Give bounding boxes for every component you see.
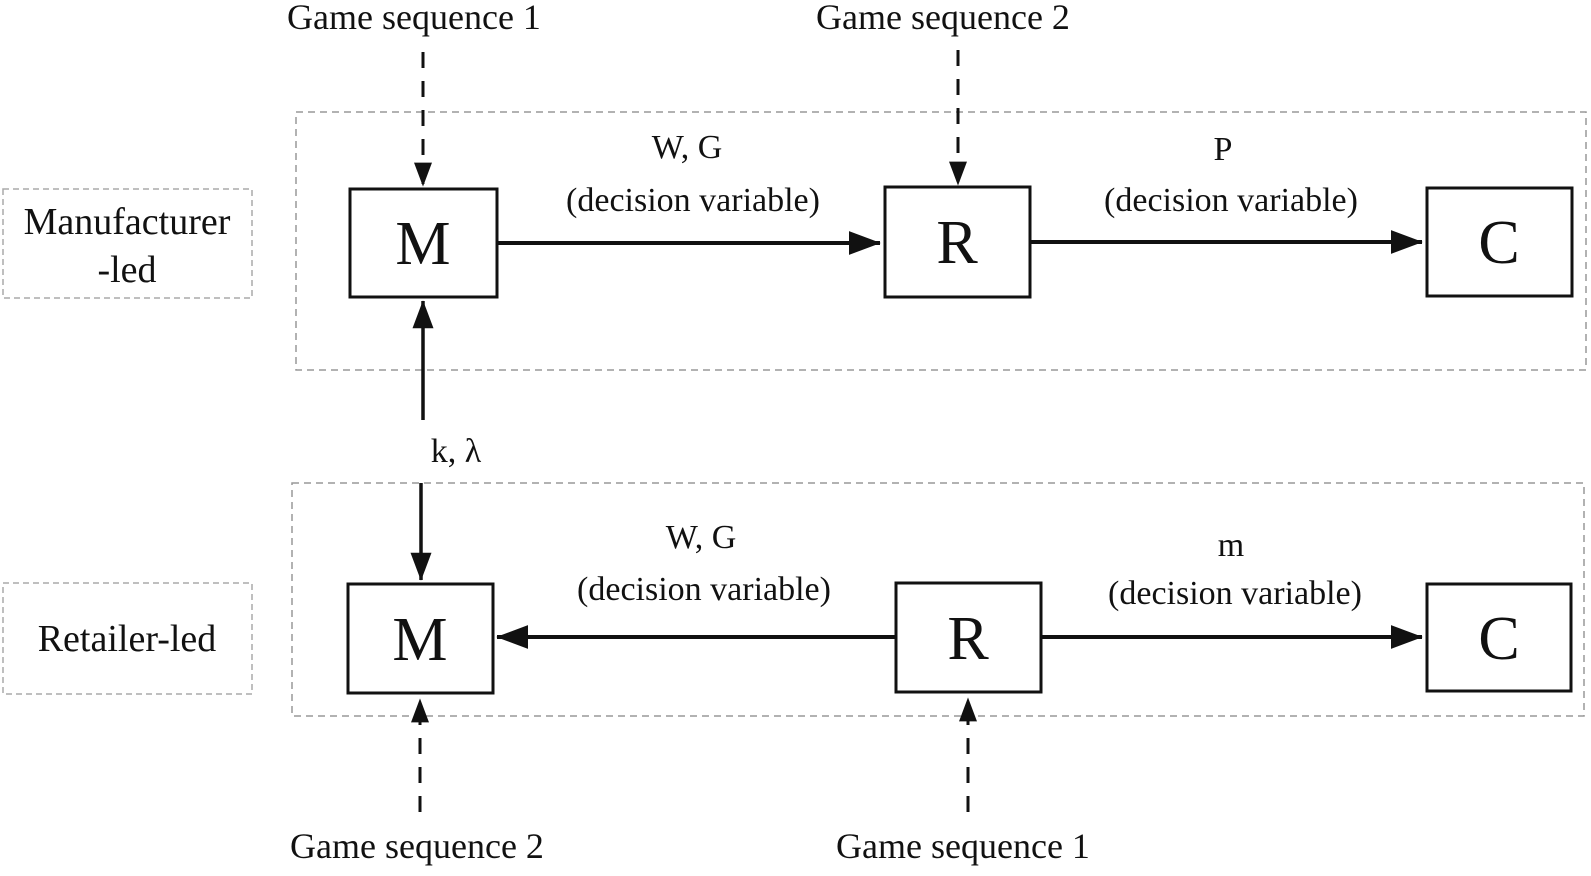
top-node-m-letter: M [395, 210, 450, 278]
retailer-led-label: Retailer-led [38, 618, 217, 660]
bottom-node-r-letter: R [947, 605, 989, 673]
manufacturer-led-label-line2: -led [97, 249, 156, 291]
retailer-led-label-box [2, 582, 253, 695]
top-arrow-m-to-r-label-line2: (decision variable) [566, 182, 820, 219]
top-game-sequence-2-caption: Game sequence 2 [816, 0, 1070, 37]
bottom-game-sequence-2-caption: Game sequence 2 [290, 826, 544, 866]
bottom-arrow-r-to-c-label-line1: m [1218, 527, 1244, 564]
bottom-node-c-letter: C [1478, 605, 1519, 673]
top-arrow-r-to-c-label-line2: (decision variable) [1104, 182, 1358, 219]
manufacturer-led-label-line1: Manufacturer [24, 201, 231, 243]
retailer-led-container [291, 482, 1585, 717]
manufacturer-led-container [295, 111, 1587, 371]
k-lambda-label: k, λ [431, 433, 482, 470]
bottom-node-m-letter: M [392, 606, 447, 674]
top-arrow-m-to-r-label-line1: W, G [652, 129, 723, 166]
top-node-c-letter: C [1478, 209, 1519, 277]
top-node-r-letter: R [936, 209, 978, 277]
top-node-c-box [1425, 186, 1574, 298]
bottom-arrow-r-to-m-label-line2: (decision variable) [577, 571, 831, 608]
bottom-node-c-box [1425, 582, 1573, 693]
top-game-sequence-1-caption: Game sequence 1 [287, 0, 541, 37]
bottom-node-r-box [894, 581, 1043, 694]
top-arrow-r-to-c-label-line1: P [1214, 131, 1233, 168]
bottom-node-m-box [346, 582, 495, 695]
bottom-arrow-r-to-c-label-line2: (decision variable) [1108, 575, 1362, 612]
bottom-game-sequence-1-caption: Game sequence 1 [836, 826, 1090, 866]
manufacturer-led-label-box [2, 188, 253, 299]
bottom-arrow-r-to-m-label-line1: W, G [666, 519, 737, 556]
top-node-r-box [883, 185, 1032, 299]
top-node-m-box [348, 187, 499, 299]
